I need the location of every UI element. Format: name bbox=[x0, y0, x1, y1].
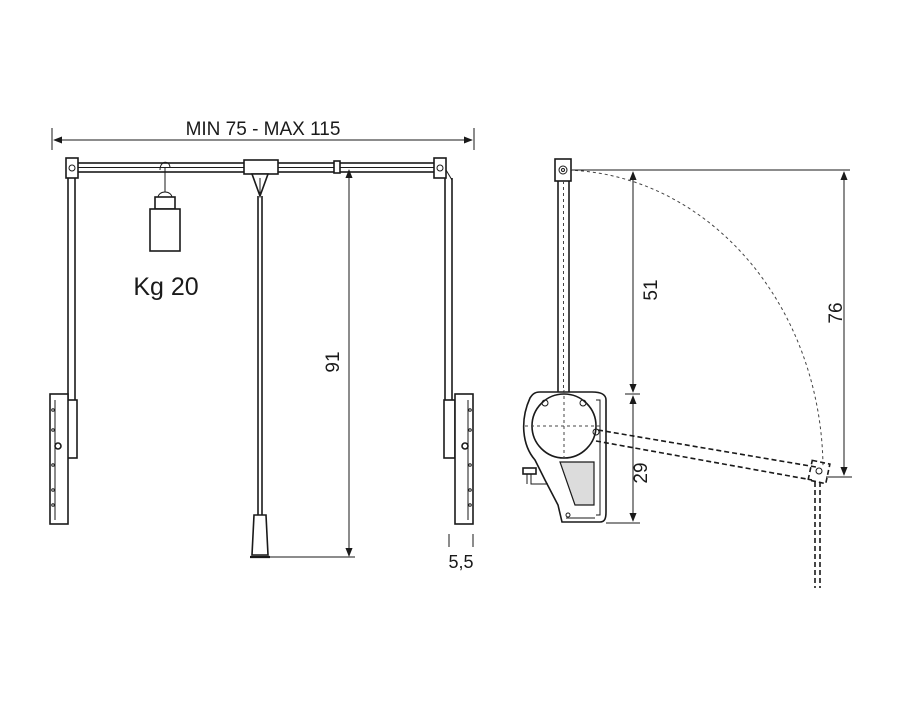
height-29-label: 29 bbox=[631, 462, 652, 483]
height-51-label: 51 bbox=[641, 279, 662, 300]
width-range-label: MIN 75 - MAX 115 bbox=[186, 119, 341, 140]
height-76-dimension bbox=[826, 171, 852, 478]
left-arm bbox=[49, 157, 79, 525]
height-76-label: 76 bbox=[826, 302, 847, 323]
height-51-dimension bbox=[572, 169, 850, 393]
height-91-label: 91 bbox=[323, 351, 344, 372]
right-arm bbox=[433, 157, 474, 525]
height-29-dimension bbox=[606, 393, 640, 524]
front-view: MIN 75 - MAX 115 bbox=[49, 119, 475, 572]
side-view: 51 29 76 bbox=[522, 158, 852, 588]
weight-icon bbox=[149, 161, 181, 252]
side-arm bbox=[554, 158, 572, 460]
swung-arm bbox=[595, 429, 831, 588]
offset-label: 5,5 bbox=[448, 552, 473, 572]
offset-dimension bbox=[448, 534, 474, 547]
height-91-dimension bbox=[270, 169, 355, 558]
mechanism-housing bbox=[522, 390, 607, 523]
load-label: Kg 20 bbox=[133, 273, 198, 301]
pull-rod bbox=[250, 173, 270, 559]
top-rail bbox=[69, 159, 443, 175]
width-dimension bbox=[51, 128, 475, 150]
